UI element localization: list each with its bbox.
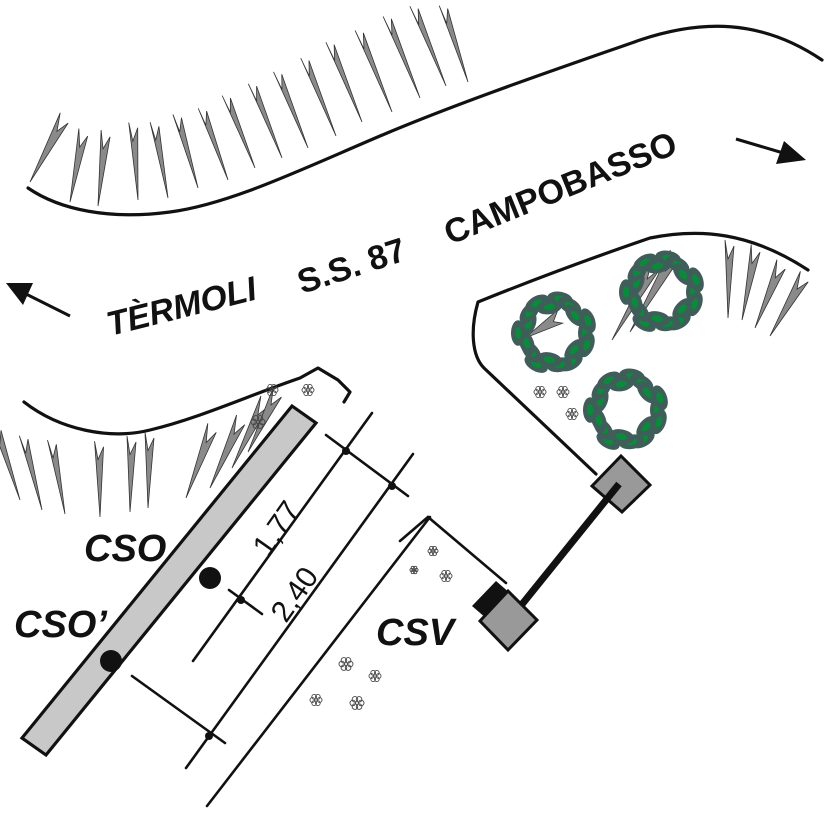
grass-tuft-icon <box>438 5 469 83</box>
grass-tuft-icon <box>273 71 309 149</box>
road-name-label: S.S. 87 <box>293 231 411 302</box>
grass-tuft-icon <box>0 430 21 501</box>
grass-tuft-icon <box>741 244 761 321</box>
flower-icon <box>533 386 547 398</box>
cso-prime-label: CSO’ <box>14 604 107 646</box>
road-edge-bottom-left <box>22 366 352 436</box>
grass-tuft-icon <box>524 309 565 339</box>
flower-icon <box>250 415 266 429</box>
flower-icon <box>556 386 570 398</box>
cso-prime-marker <box>100 650 122 672</box>
direction-left-label: TÈRMOLI <box>103 270 262 344</box>
grass-tuft-icon <box>197 108 229 181</box>
flower-icon <box>427 545 439 557</box>
dim-line-3 <box>205 515 432 808</box>
flower-icon <box>338 657 354 671</box>
grass-tuft-icon <box>47 440 66 515</box>
trees <box>510 250 704 450</box>
grass-tuft-icon <box>94 441 104 518</box>
flower-icon <box>265 384 279 396</box>
grass-tuft-icon <box>18 435 43 511</box>
cso-marker <box>199 567 221 589</box>
grass-tuft-icon <box>69 128 89 203</box>
flower-icon <box>409 565 419 575</box>
grass-tuft-icon <box>247 387 282 453</box>
grass-tuft-icon <box>354 30 393 113</box>
dim-node-3 <box>237 596 245 604</box>
grass-tuft-icon <box>382 16 421 99</box>
dim-node-4 <box>205 732 213 740</box>
road-edge-top <box>26 24 824 217</box>
road-edge-bottom-right <box>471 231 810 476</box>
grass-tuft-icon <box>221 95 256 169</box>
flower-icon <box>565 408 579 420</box>
dimension-long-label: 2,40 <box>265 561 326 628</box>
grass-tuft-icon <box>97 129 111 207</box>
arrow-left-icon <box>6 283 71 318</box>
csv-post-bottom <box>477 588 540 653</box>
cso-label: CSO <box>84 528 166 570</box>
dim-line-2 <box>184 452 415 770</box>
csv-connecting-bar <box>512 481 622 616</box>
arrow-right-icon <box>735 137 806 164</box>
grass-tuft-icon <box>724 239 735 319</box>
grass-strip-top <box>29 5 469 207</box>
grass-tuft-icon <box>300 57 337 137</box>
dim-tick-mid <box>227 588 264 616</box>
grass-tuft-icon <box>185 423 217 499</box>
grass-tuft-icon <box>128 122 139 201</box>
csv-label: CSV <box>376 612 457 654</box>
tree-icon <box>510 291 596 373</box>
dim-tick-bottom <box>130 674 227 745</box>
grass-tuft-icon <box>126 435 137 513</box>
grass-tuft-icon <box>172 114 199 189</box>
flower-icon <box>309 694 323 706</box>
dim-line-1 <box>191 411 374 663</box>
flowers <box>250 384 579 710</box>
tree-icon <box>582 368 668 450</box>
grass-tuft-icon <box>325 42 363 123</box>
grass-tuft-icon <box>29 112 69 183</box>
flower-icon <box>439 570 453 582</box>
flower-icon <box>368 670 382 682</box>
grass-tuft-icon <box>247 83 283 159</box>
barrier-strip <box>19 403 319 758</box>
flower-icon <box>301 384 315 396</box>
grass-tuft-icon <box>769 271 809 337</box>
flower-icon <box>349 696 365 710</box>
grass-tuft-icon <box>754 259 786 329</box>
grass-tuft-icon <box>209 414 246 489</box>
dim-node-1 <box>342 447 350 455</box>
grass-tuft-icon <box>231 395 270 469</box>
grass-tuft-icon <box>144 431 155 509</box>
direction-right-label: CAMPOBASSO <box>439 124 683 252</box>
dim-node-2 <box>388 482 396 490</box>
csv-enclosure <box>398 515 508 585</box>
tree-icon <box>618 250 704 332</box>
grass-strip-left <box>0 387 282 518</box>
grass-tuft-icon <box>409 6 447 87</box>
dimension-short-label: 1,77 <box>247 495 308 562</box>
grass-tuft-icon <box>149 122 169 199</box>
